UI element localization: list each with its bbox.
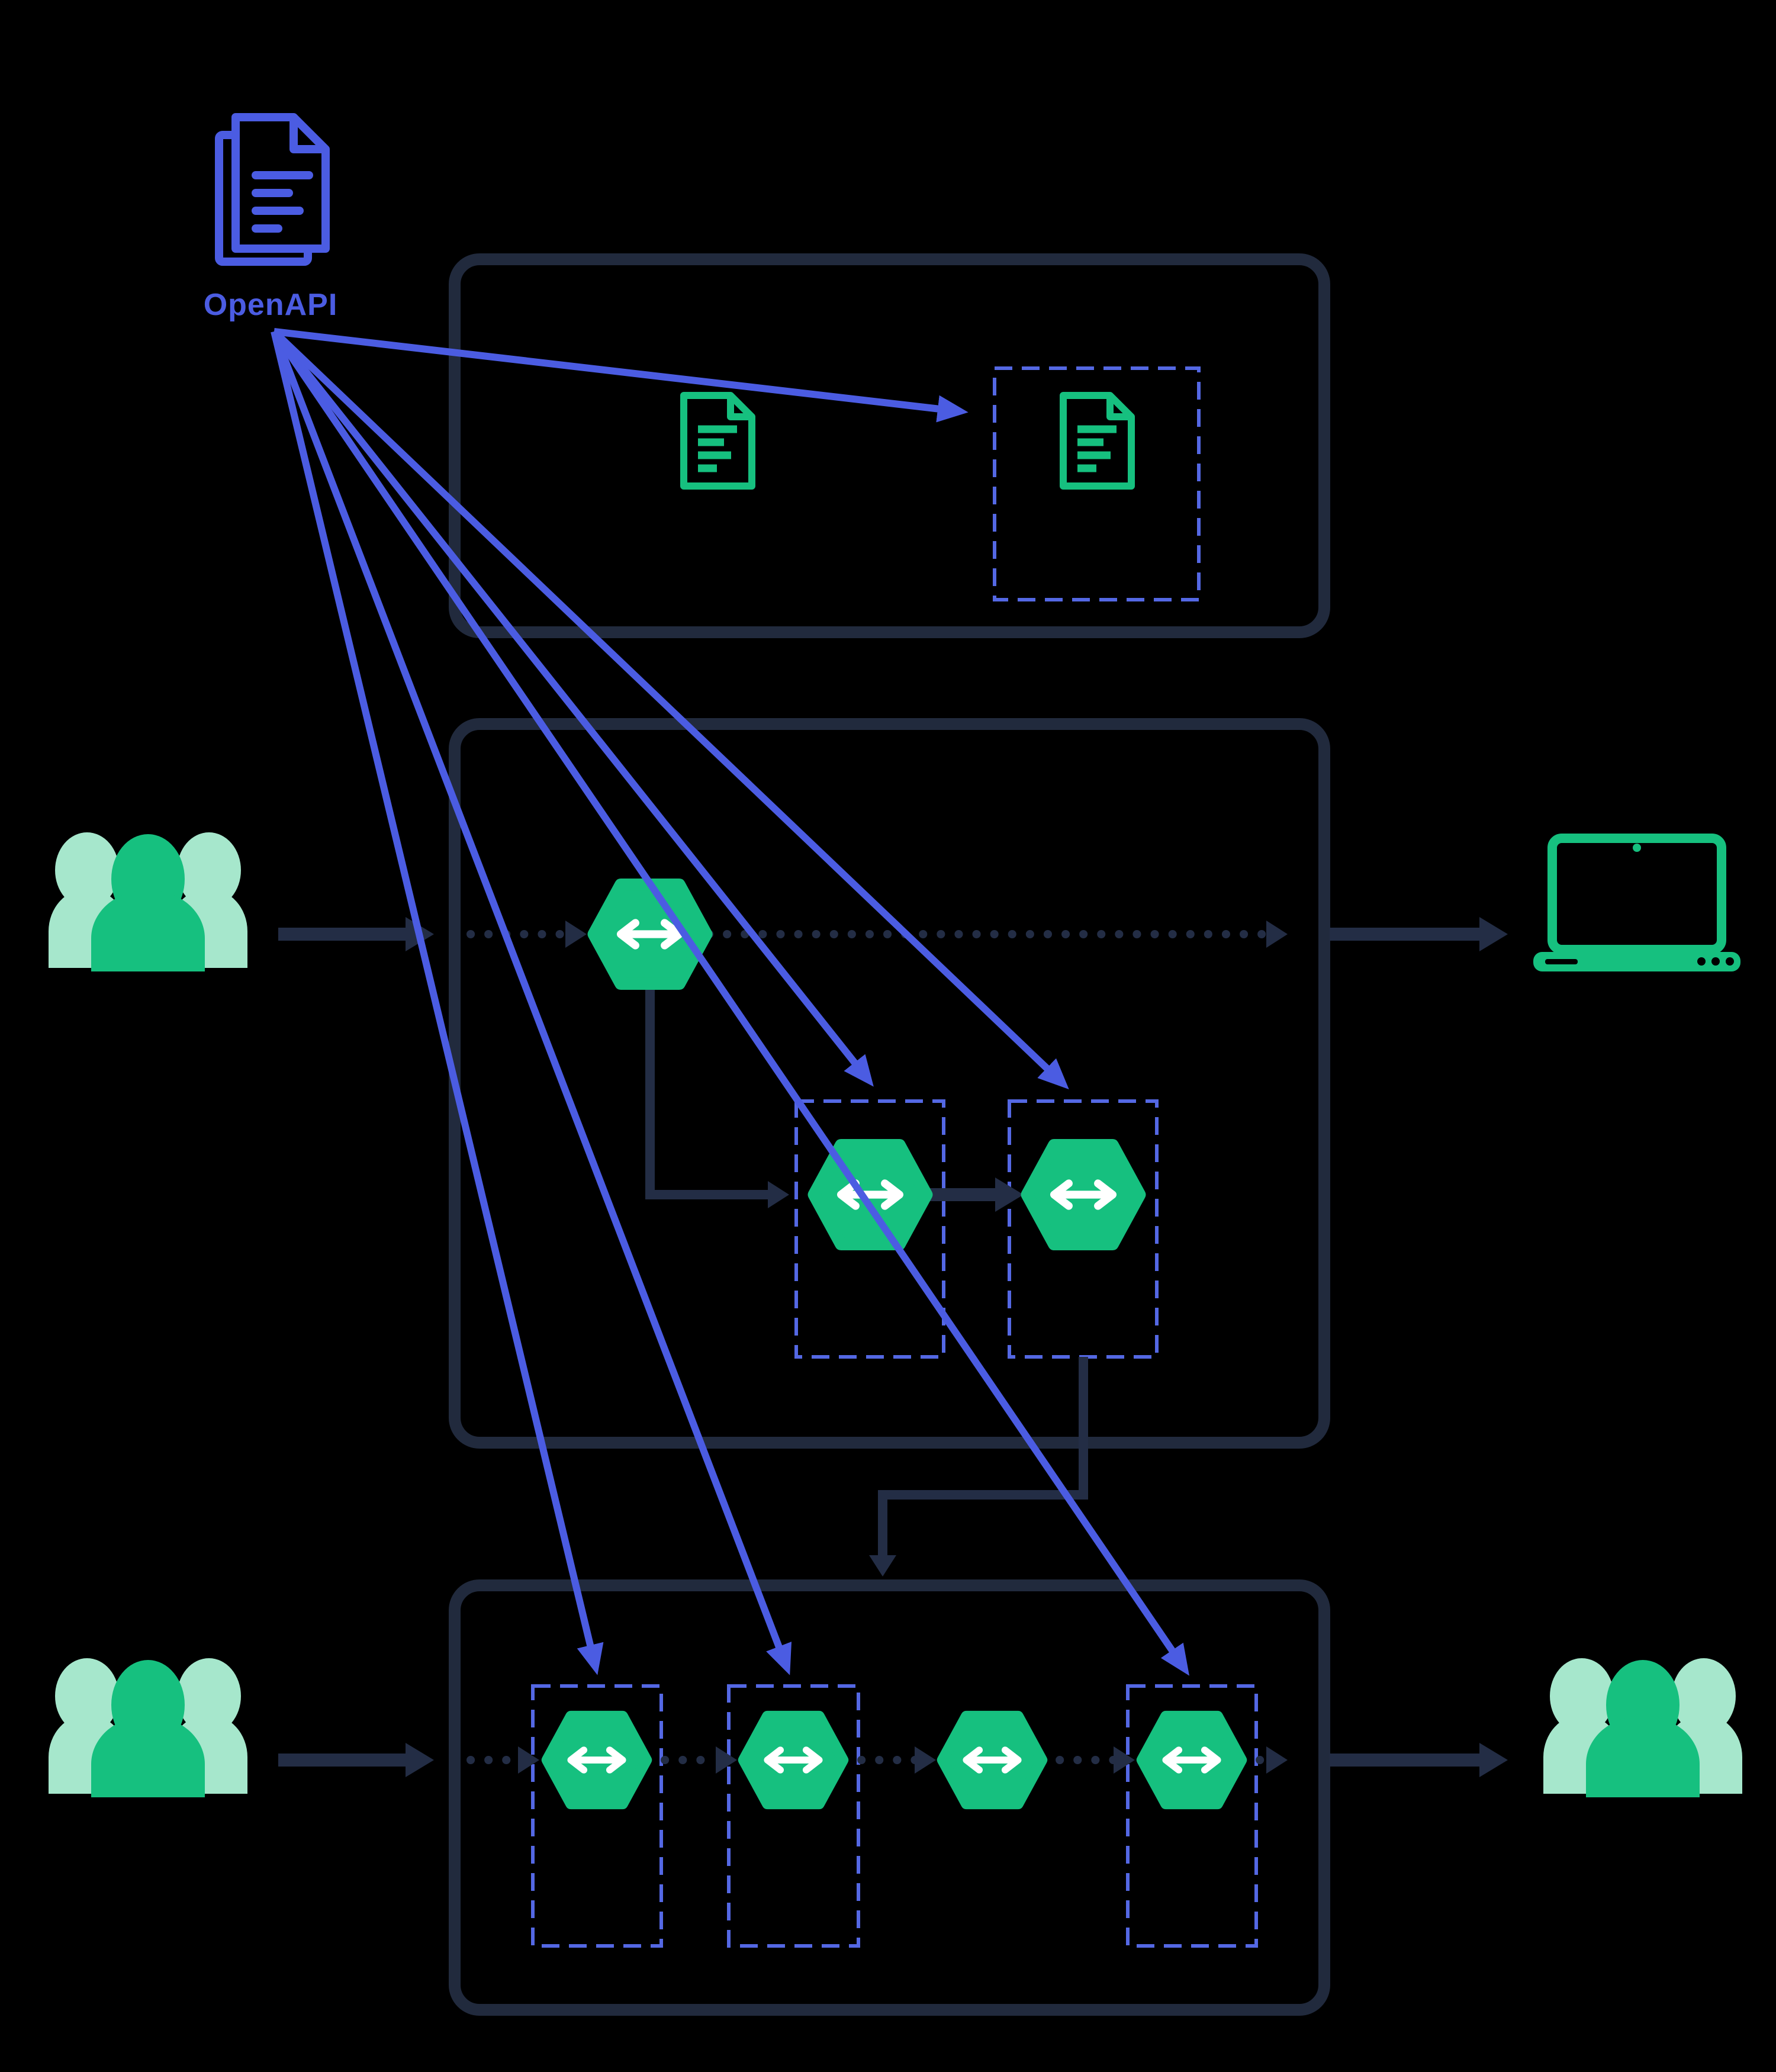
bottom-hexagon-3-icon xyxy=(942,1716,1042,1804)
bottom-hexagon-2-icon xyxy=(744,1716,843,1804)
spec-arrow-to-bottom-1 xyxy=(271,330,604,1675)
users-group-icon xyxy=(49,832,247,971)
dashed-boundary-middle-a xyxy=(794,1099,945,1359)
spec-arrow-to-middle-a xyxy=(271,329,874,1087)
spec-arrow-to-middle-b xyxy=(271,329,1069,1090)
elbow-boundary-b-to-bottom xyxy=(869,1357,1088,1576)
dashed-boundary-bottom-4 xyxy=(1126,1684,1258,1948)
middle-container xyxy=(449,718,1330,1449)
elbow-hex1-to-boundary-a xyxy=(645,984,789,1208)
middle-hexagon-a-icon xyxy=(814,1145,926,1244)
users-group-icon xyxy=(1543,1658,1742,1797)
spec-arrow-to-top-doc xyxy=(274,328,969,423)
bottom-container xyxy=(449,1579,1330,2016)
spec-arrow-to-bottom-2 xyxy=(271,330,792,1675)
top-container xyxy=(449,253,1330,638)
openapi-label: OpenAPI xyxy=(204,288,338,322)
bottom-hexagon-4-icon xyxy=(1142,1716,1241,1804)
api-document-selected-icon xyxy=(1063,395,1131,486)
middle-hexagon-b-icon xyxy=(1027,1145,1140,1244)
users-group-icon xyxy=(49,1658,247,1797)
dashed-boundary-bottom-2 xyxy=(727,1684,860,1948)
laptop-icon xyxy=(1533,838,1740,971)
gateway-hexagon-icon xyxy=(594,884,706,983)
openapi-spec-document-icon xyxy=(215,113,330,266)
bottom-hexagon-1-icon xyxy=(547,1716,646,1804)
dashed-boundary-bottom-1 xyxy=(531,1684,663,1948)
spec-arrow-to-bottom-4 xyxy=(271,329,1190,1676)
api-document-icon xyxy=(684,395,752,486)
